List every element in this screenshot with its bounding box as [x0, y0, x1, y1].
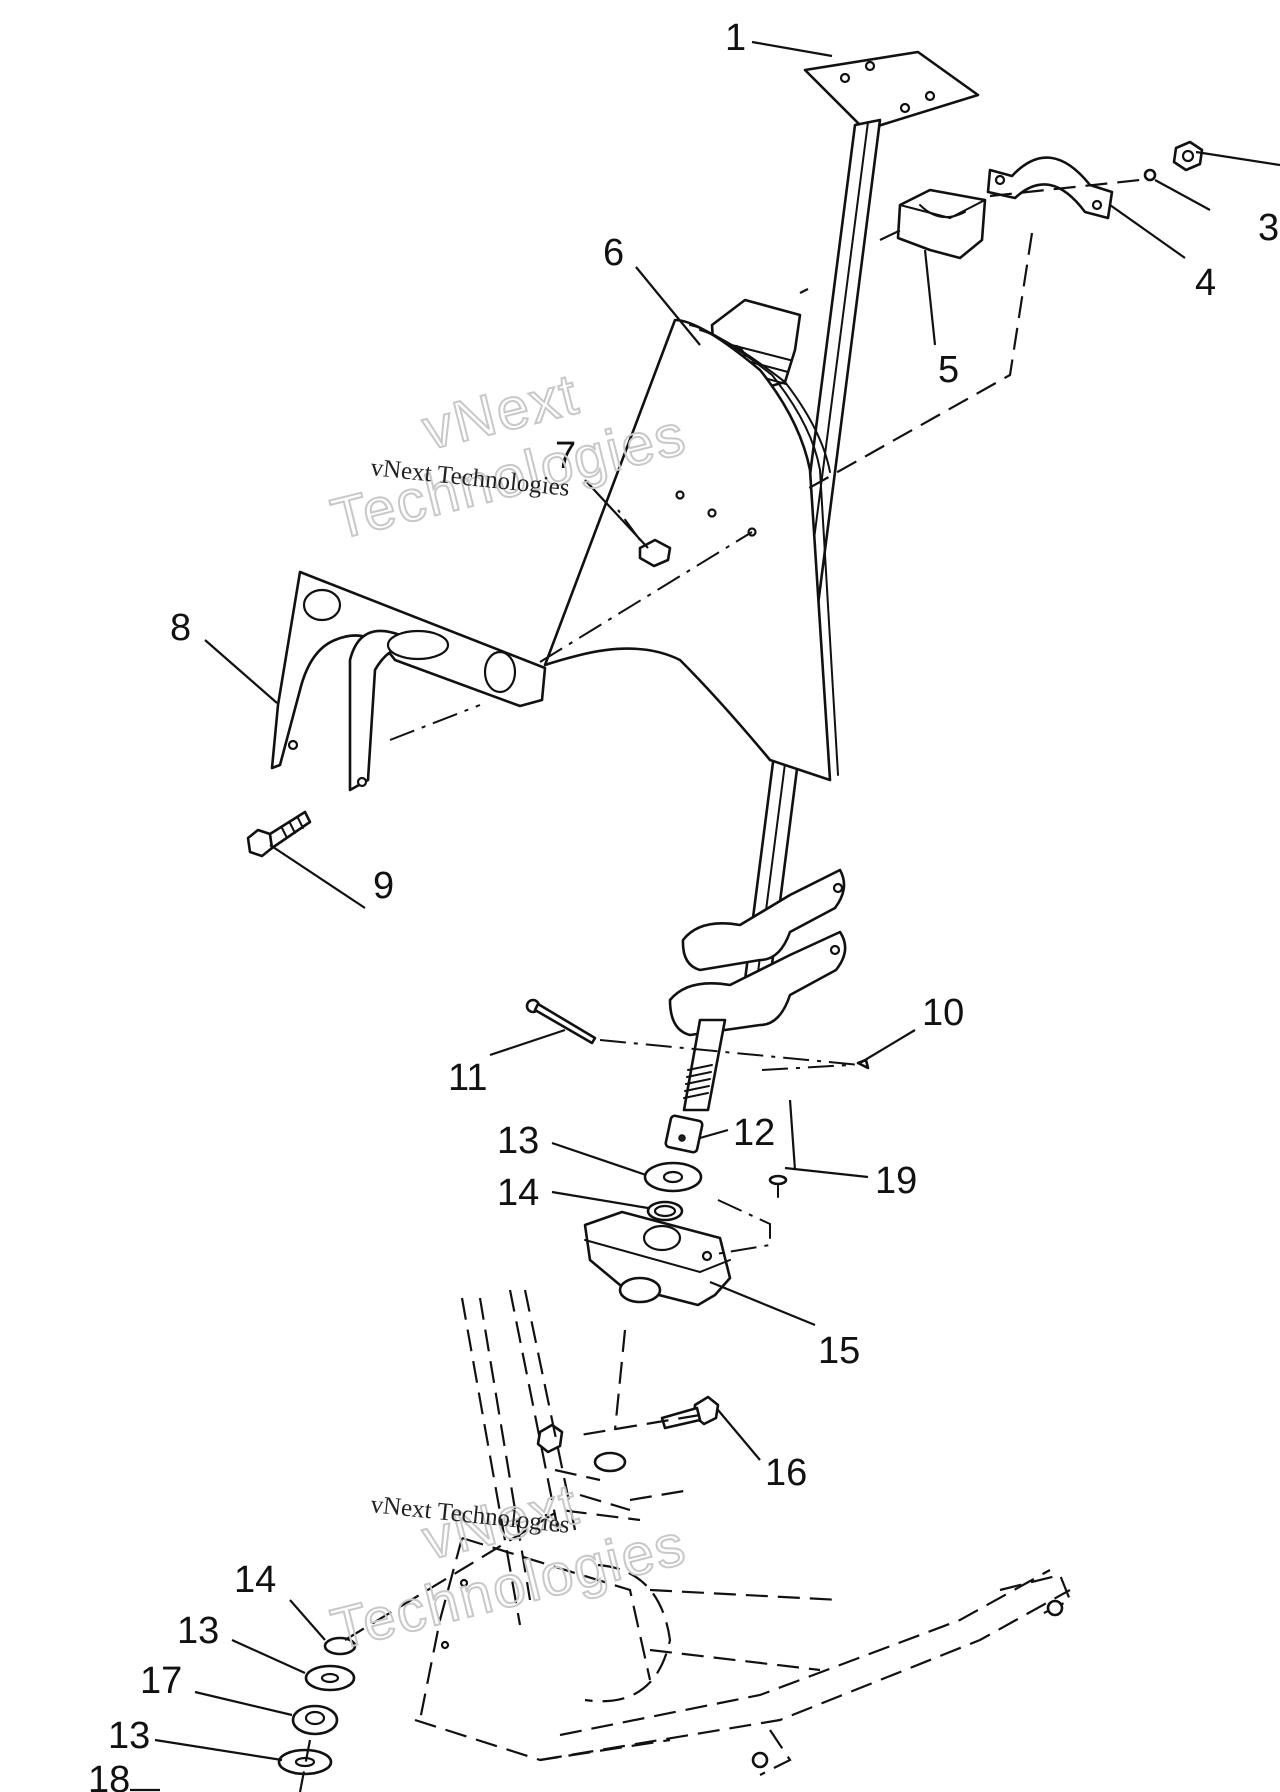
- callout-3: 3: [1258, 207, 1279, 249]
- callout-5: 5: [938, 349, 959, 391]
- steering-arm-part: [668, 868, 847, 1037]
- callout-16: 16: [765, 1452, 807, 1494]
- callout-19: 19: [875, 1160, 917, 1202]
- washer-part: [643, 1161, 703, 1193]
- bolt-part: [246, 810, 312, 858]
- callout-9: 9: [373, 865, 394, 907]
- bolt-16-part: [536, 1395, 720, 1473]
- mounting-plate-part: [543, 318, 839, 782]
- alignment-lines: [298, 178, 1141, 1792]
- callout-11: 11: [448, 1057, 487, 1099]
- callout-13-lower: 13: [177, 1610, 219, 1652]
- screw-part: [768, 1174, 788, 1198]
- watermark-bottom: vNext Technologies: [324, 1470, 694, 1663]
- o-ring-part: [646, 1200, 684, 1222]
- callout-17: 17: [140, 1660, 182, 1702]
- callout-4: 4: [1195, 262, 1216, 304]
- handlebar-bracket-part: [270, 570, 547, 792]
- callout-15: 15: [818, 1330, 860, 1372]
- callout-14-upper: 14: [497, 1172, 539, 1214]
- spring-coil-part: [683, 1064, 713, 1099]
- lower-washer-stack: [277, 1636, 357, 1776]
- chassis-frame: [414, 1289, 1072, 1776]
- callout-18: 18: [88, 1759, 130, 1792]
- o-ring-lower-part: [323, 1636, 357, 1656]
- leader-lines: [130, 40, 1280, 1792]
- lower-shaft-part: [664, 1018, 727, 1154]
- callout-8: 8: [170, 607, 191, 649]
- callout-7: 7: [555, 435, 576, 477]
- nut-part: [1143, 140, 1204, 182]
- callout-12: 12: [733, 1112, 775, 1154]
- callout-10: 10: [922, 992, 964, 1034]
- steering-block-part: [896, 188, 987, 260]
- callout-13-bottom: 13: [108, 1715, 150, 1757]
- callout-6: 6: [603, 232, 624, 274]
- callout-labels: 1 3 4 5 6 7 8 9 10 11 12 13 14 19 15 16 …: [88, 17, 1279, 1792]
- tie-bolt-part: [525, 998, 597, 1045]
- callout-14-lower: 14: [234, 1559, 276, 1601]
- callout-1: 1: [725, 17, 746, 59]
- bearing-block-part: [583, 1210, 732, 1307]
- clamp-bracket-part: [986, 156, 1114, 220]
- callout-13-upper: 13: [497, 1120, 539, 1162]
